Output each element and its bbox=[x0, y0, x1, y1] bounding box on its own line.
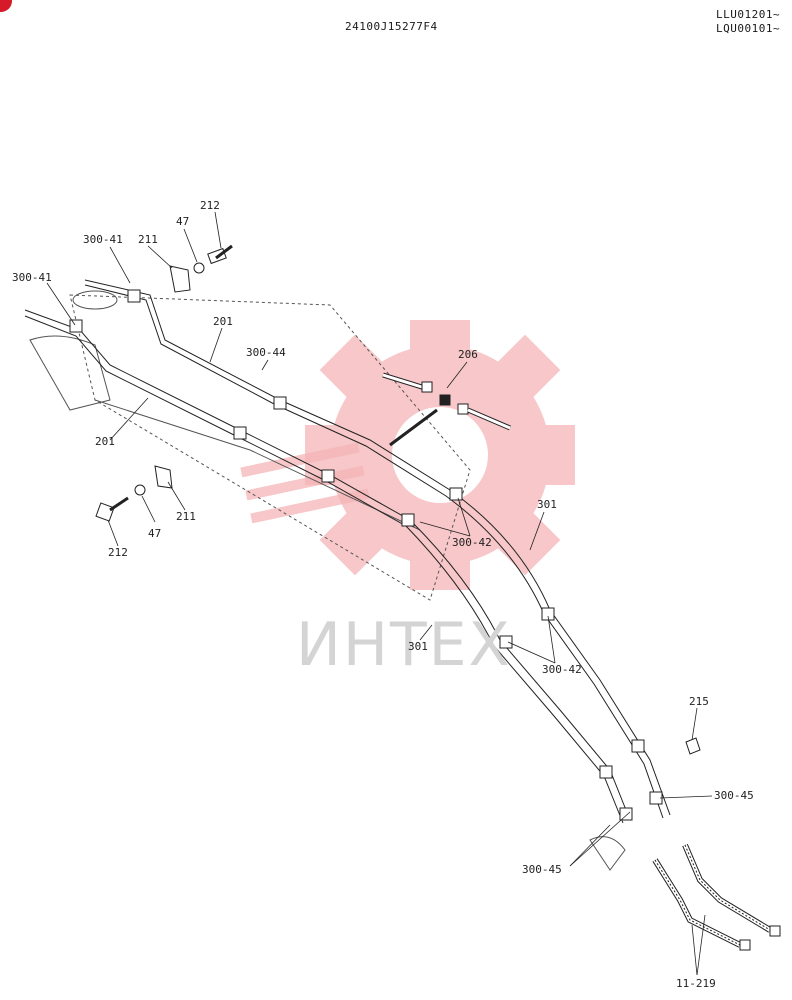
callout-301-upper: 301 bbox=[537, 498, 557, 511]
document-code: 24100J15277F4 bbox=[345, 20, 438, 33]
callout-47-upper: 47 bbox=[176, 215, 190, 228]
callout-211-lower: 211 bbox=[176, 510, 196, 523]
callout-300-45-right: 300-45 bbox=[714, 789, 754, 802]
callout-211-upper: 211 bbox=[138, 233, 158, 246]
boom-body bbox=[29, 290, 626, 871]
callout-300-42-lower: 300-42 bbox=[542, 663, 582, 676]
callout-212-lower: 212 bbox=[108, 546, 128, 559]
leader-lines bbox=[46, 211, 713, 976]
callout-301-lower: 301 bbox=[408, 640, 428, 653]
callout-300-41-lower: 300-41 bbox=[12, 271, 52, 284]
callout-47-lower: 47 bbox=[148, 527, 162, 540]
callout-300-44: 300-44 bbox=[246, 346, 286, 359]
fasteners-upper bbox=[169, 244, 233, 293]
callout-215: 215 bbox=[689, 695, 709, 708]
callout-300-45-left: 300-45 bbox=[522, 863, 562, 876]
serial-range-2: LQU00101~ bbox=[716, 22, 781, 35]
watermark-text: ИНТЕХ bbox=[296, 610, 512, 680]
hoses-11-219 bbox=[652, 843, 781, 951]
callout-206: 206 bbox=[458, 348, 478, 361]
part-206-fittings bbox=[382, 372, 511, 447]
callout-212-upper: 212 bbox=[200, 199, 220, 212]
part-215-cap bbox=[685, 737, 701, 755]
fasteners-lower bbox=[95, 465, 173, 522]
watermark-gear-icon bbox=[305, 320, 575, 590]
callout-201-upper: 201 bbox=[213, 315, 233, 328]
serial-range-1: LLU01201~ bbox=[716, 8, 781, 21]
callout-201-lower: 201 bbox=[95, 435, 115, 448]
pipe-clamps bbox=[69, 289, 663, 821]
callout-300-42-upper: 300-42 bbox=[452, 536, 492, 549]
callout-11-219: 11-219 bbox=[676, 977, 716, 990]
callout-300-41-upper: 300-41 bbox=[83, 233, 123, 246]
